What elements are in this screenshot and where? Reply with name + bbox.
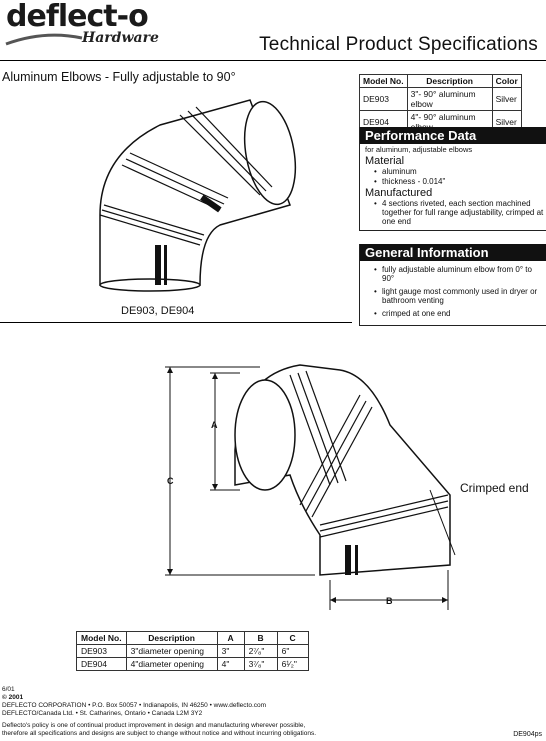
table-cell: DE903 bbox=[359, 87, 408, 111]
table-cell: Silver bbox=[491, 87, 522, 111]
table-cell: 4"diameter opening bbox=[125, 657, 218, 671]
brand-logo: deflect-o bbox=[6, 0, 149, 34]
table-cell: 3" bbox=[216, 644, 245, 658]
footer-policy: Deflecto's policy is one of continual pr… bbox=[2, 722, 306, 729]
list-item: aluminum bbox=[374, 167, 546, 176]
list-item: thickness - 0.014" bbox=[374, 177, 546, 186]
performance-panel: Performance Data for aluminum, adjustabl… bbox=[359, 127, 546, 231]
list-item: light gauge most commonly used in dryer … bbox=[374, 287, 546, 305]
logo-swoosh-icon bbox=[5, 33, 83, 46]
table-header: Model No. bbox=[359, 74, 408, 88]
material-list: aluminum thickness - 0.014" bbox=[360, 167, 546, 186]
crimped-end-label: Crimped end bbox=[460, 481, 529, 495]
table-cell: DE903 bbox=[76, 644, 127, 658]
section-divider bbox=[0, 322, 352, 323]
table-cell: 6¹⁄₂" bbox=[276, 657, 309, 671]
table-cell: 3"diameter opening bbox=[125, 644, 218, 658]
models-table: Model No. Description Color DE903 3"- 90… bbox=[359, 74, 522, 134]
dimension-a-label: A bbox=[211, 420, 218, 430]
performance-note: for aluminum, adjustable elbows bbox=[365, 145, 473, 154]
table-header: B bbox=[243, 631, 278, 645]
general-title: General Information bbox=[360, 244, 546, 261]
list-item: crimped at one end bbox=[374, 309, 546, 318]
table-header-row: Model No. Description A B C bbox=[76, 631, 309, 645]
dimension-c-label: C bbox=[167, 476, 174, 486]
table-header: Description bbox=[406, 74, 493, 88]
page-title: Technical Product Specifications bbox=[259, 34, 538, 55]
footer-date: 6/01 bbox=[2, 686, 15, 693]
footer: 6/01 © 2001 DEFLECTO CORPORATION • P.O. … bbox=[2, 686, 542, 738]
list-item: fully adjustable aluminum elbow from 0° … bbox=[374, 265, 546, 283]
footer-policy: therefore all specifications and designs… bbox=[2, 730, 316, 737]
dimensions-table: Model No. Description A B C DE903 3"diam… bbox=[76, 631, 309, 671]
table-cell: 3⁷⁄₈" bbox=[243, 657, 278, 671]
document-id: DE904ps bbox=[513, 731, 542, 738]
table-header: Color bbox=[491, 74, 522, 88]
footer-canada: DEFLECTO/Canada Ltd. • St. Catharines, O… bbox=[2, 710, 203, 717]
manufactured-list: 4 sections riveted, each section machine… bbox=[360, 199, 546, 230]
table-row: DE903 3"- 90° aluminum elbow Silver bbox=[359, 87, 522, 111]
table-header: Model No. bbox=[76, 631, 127, 645]
table-header: C bbox=[276, 631, 309, 645]
general-panel: General Information fully adjustable alu… bbox=[359, 244, 546, 326]
dimension-b-label: B bbox=[386, 596, 393, 606]
brand-sub: Hardware bbox=[82, 30, 159, 46]
table-row: DE904 4"diameter opening 4" 3⁷⁄₈" 6¹⁄₂" bbox=[76, 657, 309, 671]
table-cell: 2⁷⁄₈" bbox=[243, 644, 278, 658]
table-cell: 3"- 90° aluminum elbow bbox=[406, 87, 493, 111]
table-header: Description bbox=[125, 631, 218, 645]
footer-copyright: © 2001 bbox=[2, 694, 24, 701]
product-subtitle: Aluminum Elbows - Fully adjustable to 90… bbox=[2, 70, 236, 84]
list-item: 4 sections riveted, each section machine… bbox=[374, 199, 546, 226]
material-heading: Material bbox=[365, 155, 405, 167]
table-cell: 6" bbox=[276, 644, 309, 658]
general-list: fully adjustable aluminum elbow from 0° … bbox=[360, 261, 546, 318]
footer-corp: DEFLECTO CORPORATION • P.O. Box 50057 • … bbox=[2, 702, 267, 709]
table-header: A bbox=[216, 631, 245, 645]
dimension-diagram bbox=[165, 364, 456, 610]
elbow-illustration bbox=[99, 99, 297, 292]
product-caption: DE903, DE904 bbox=[121, 305, 195, 317]
table-header-row: Model No. Description Color bbox=[359, 74, 522, 88]
table-cell: DE904 bbox=[76, 657, 127, 671]
performance-title: Performance Data bbox=[360, 127, 546, 144]
manufactured-heading: Manufactured bbox=[365, 187, 433, 199]
table-cell: 4" bbox=[216, 657, 245, 671]
header-divider bbox=[0, 60, 546, 61]
table-row: DE903 3"diameter opening 3" 2⁷⁄₈" 6" bbox=[76, 644, 309, 658]
